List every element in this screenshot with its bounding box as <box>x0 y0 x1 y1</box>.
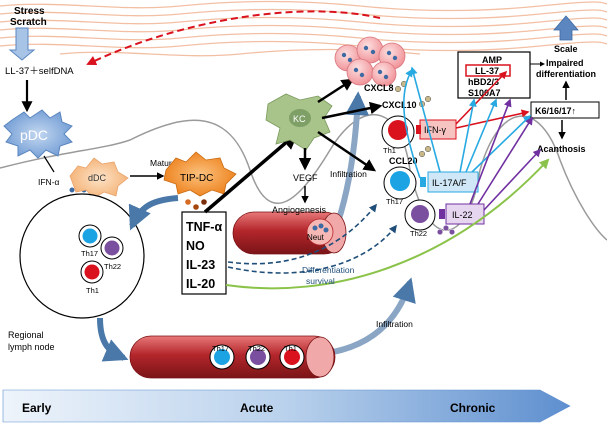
timeline-chronic: Chronic <box>450 401 496 415</box>
impaired-label-2: differentiation <box>536 69 596 79</box>
scratch-label: Scratch <box>10 17 47 28</box>
il17-box: IL-17A/F <box>420 171 479 193</box>
timeline-early: Early <box>22 401 52 415</box>
lymph-th17: Th17 <box>78 224 102 258</box>
mediator-box: TNF-α NO IL-23 IL-20 <box>181 211 227 295</box>
lymph-th1-label: Th1 <box>86 286 99 295</box>
lymph-node <box>19 193 145 319</box>
pdc-to-ifna <box>43 155 55 173</box>
ll37-selfdna-label: LL-37＋selfDNA <box>5 66 74 77</box>
keratin-label: K6/16/17↑ <box>535 106 576 116</box>
epidermis-lines <box>0 0 607 57</box>
dermal-th22-label: Th22 <box>410 229 427 238</box>
stress-arrow <box>8 27 36 61</box>
lymph-to-vessel-arrow <box>97 317 129 362</box>
ddc-cell: dDC <box>69 157 129 199</box>
ifna-label: IFN-α <box>38 177 60 187</box>
ddc-label: dDC <box>88 173 107 183</box>
tipdc-to-lymph-arrow <box>128 195 179 231</box>
scale-arrow <box>553 15 579 41</box>
timeline-acute: Acute <box>240 401 274 415</box>
mediator-il20: IL-20 <box>186 277 215 291</box>
scale-label: Scale <box>554 44 578 54</box>
amp-title: AMP <box>482 55 502 65</box>
ifng-box: IFN-γ <box>416 119 457 140</box>
lymph-node-label-2: lymph node <box>8 342 55 352</box>
dermal-th17: Th17 <box>383 166 417 206</box>
mediator-il23: IL-23 <box>186 258 215 272</box>
survival-label: survival <box>306 276 335 286</box>
pdc-cell: pDC <box>3 109 73 159</box>
cyan-arrows <box>403 66 532 179</box>
dermal-th1-label: Th1 <box>383 146 396 155</box>
il22-box: IL-22 <box>439 203 485 225</box>
mediator-tnfa: TNF-α <box>186 220 222 234</box>
ifng-label: IFN-γ <box>424 125 446 135</box>
kc-cell: KC <box>265 93 333 151</box>
ccl20-label: CCL20 <box>389 156 418 166</box>
amp-s100a7: S100A7 <box>468 88 501 98</box>
infiltration-top-label: Infiltration <box>330 169 367 179</box>
cxcl8-neutrophils <box>334 36 406 87</box>
tipdc-cell: TIP-DC <box>163 151 237 197</box>
cxcl8-label: CXCL8 <box>364 83 394 93</box>
tnf-to-kc-arrow <box>203 131 299 214</box>
purple-arrows <box>469 98 542 211</box>
neut-cell: Neut <box>306 218 334 246</box>
amp-hbd: hBD2/3 <box>468 77 499 87</box>
kc-label: KC <box>293 114 306 124</box>
vessel-th17-label: Th17 <box>212 344 229 353</box>
impaired-label-1: Impaired <box>546 58 584 68</box>
il17-label: IL-17A/F <box>432 178 467 188</box>
lymph-th22-label: Th22 <box>104 262 121 271</box>
stress-label: Stress <box>14 6 45 17</box>
tipdc-secretion-dots <box>185 199 207 210</box>
lymph-th1: Th1 <box>80 260 104 295</box>
angiogenesis-label: Angiogenesis <box>272 205 327 215</box>
maturation-label: Maturation <box>150 158 190 168</box>
il22-label: IL-22 <box>452 210 473 220</box>
vessel-th22: Th22 <box>245 344 271 370</box>
red-dashed-arrow <box>86 10 381 66</box>
lymph-th17-label: Th17 <box>81 249 98 258</box>
pdc-label: pDC <box>20 127 48 143</box>
cxcl8-dots <box>394 80 408 93</box>
mediator-no: NO <box>186 239 205 253</box>
vessel-th1-label: Th1 <box>284 344 297 353</box>
basal-membrane <box>0 114 607 241</box>
vessel-th17: Th17 <box>209 344 235 370</box>
il23-dashed-arrows <box>227 203 397 274</box>
kc-outgoing-arrows <box>298 78 383 172</box>
red-arrows <box>455 70 530 129</box>
il22-dots <box>436 224 456 236</box>
ccl20-dots <box>418 145 432 158</box>
vegf-label: VEGF <box>293 173 318 183</box>
neut-label: Neut <box>307 233 325 242</box>
keratin-box <box>530 101 600 119</box>
dermal-th1: Th1 <box>381 115 415 155</box>
il20-green-arrow <box>225 158 550 290</box>
dermal-th22: Th22 <box>404 199 436 238</box>
timeline-arrow: Early Acute Chronic <box>2 389 571 423</box>
infiltration-bottom-label: Infiltration <box>376 319 413 329</box>
amp-ll37: LL-37 <box>475 66 499 76</box>
ll37-highlight <box>465 64 511 77</box>
lymph-node-label-1: Regional <box>8 330 44 340</box>
vessel-th22-label: Th22 <box>248 344 265 353</box>
acanthosis-label: Acanthosis <box>537 144 586 154</box>
dermal-th17-label: Th17 <box>386 197 403 206</box>
differentiation-label: Differentiation <box>302 265 355 275</box>
vessel-th1: Th1 <box>279 344 305 370</box>
tipdc-label: TIP-DC <box>180 173 213 184</box>
amp-box: AMP LL-37 hBD2/3 S100A7 <box>457 51 531 99</box>
lymph-th22: Th22 <box>100 236 124 271</box>
cxcl10-label: CXCL10 <box>382 100 417 110</box>
